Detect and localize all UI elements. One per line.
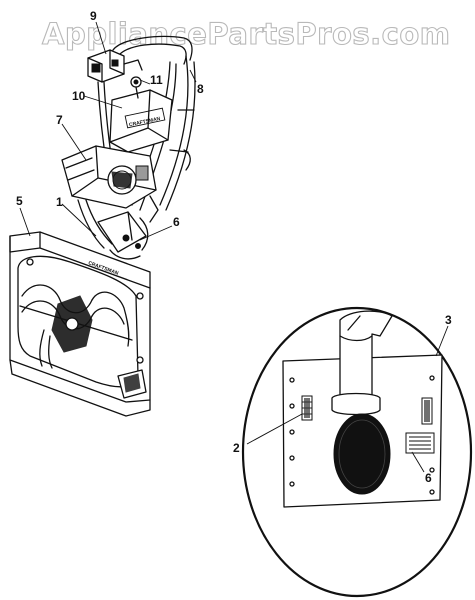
callout-11: 11	[150, 73, 163, 87]
callout-1: 1	[56, 195, 63, 209]
callout-3: 3	[445, 313, 452, 327]
callout-2: 2	[233, 441, 240, 455]
control-panel	[87, 49, 143, 83]
callout-8: 8	[197, 82, 204, 96]
engine-shroud: CRAFTSMAN	[109, 76, 173, 153]
callout-9: 9	[90, 9, 97, 23]
callout-7: 7	[56, 113, 63, 127]
auger-housing: CRAFTSMAN	[9, 231, 151, 417]
detail-inset: 2 3 6	[233, 306, 473, 598]
panel-labels	[301, 395, 435, 454]
impeller-opening	[333, 413, 391, 495]
snow-thrower-drawing: CRAFTSMAN	[9, 9, 204, 417]
frame-drive	[77, 199, 149, 260]
watermark-text: AppliancePartsPros.com	[42, 17, 450, 51]
callout-10: 10	[72, 89, 86, 103]
engine-body	[61, 145, 159, 223]
callout-6-inset: 6	[425, 471, 432, 485]
callout-5: 5	[16, 194, 23, 208]
callout-6-upper: 6	[173, 215, 180, 229]
bolt-holes	[289, 375, 435, 495]
leader-lines	[19, 21, 197, 241]
